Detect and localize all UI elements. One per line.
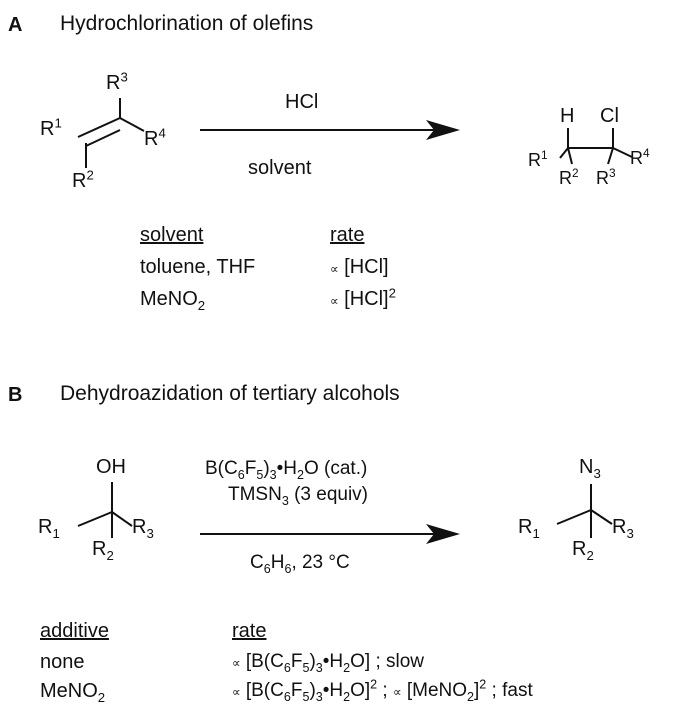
table-a-row2-solvent: MeNO2 <box>140 288 206 313</box>
alcohol-oh-label: OH <box>96 456 126 478</box>
table-a-row1-solvent: toluene, THF <box>140 256 256 278</box>
table-a-row2-rate: ∝ [HCl]2 <box>330 285 396 310</box>
product-r2-bond <box>567 147 573 165</box>
panel-b-title: Dehydroazidation of tertiary alcohols <box>60 382 400 405</box>
table-b-header-rate: rate <box>232 620 267 642</box>
alcohol-r2-label: R2 <box>92 538 114 563</box>
product-cl-label: Cl <box>600 105 619 127</box>
azide-r1-bond <box>556 509 592 525</box>
azide-r3-bond <box>590 509 613 525</box>
alcohol-r1-bond <box>77 511 113 527</box>
table-b-row1-rate: ∝ [B(C6F5)3•H2O] ; slow <box>232 651 425 675</box>
arrow-head-a <box>426 120 460 140</box>
azide-n3-label: N3 <box>579 456 601 481</box>
table-b-row1-additive: none <box>40 651 85 673</box>
azide-r1-label: R1 <box>518 516 540 541</box>
alkene-double-bond <box>85 129 121 147</box>
product-r2-label: R2 <box>559 166 579 188</box>
panel-a-letter: A <box>8 14 23 36</box>
table-a-header-solvent: solvent <box>140 224 204 246</box>
panel-a-title: Hydrochlorination of olefins <box>60 12 314 35</box>
table-a-row1-rate: ∝ [HCl] <box>330 256 389 278</box>
alcohol-r1-label: R1 <box>38 516 60 541</box>
product-h-label: H <box>560 105 575 127</box>
product-r3-bond <box>607 147 614 165</box>
reactant-r3-label: R3 <box>106 69 128 94</box>
alcohol-r3-label: R3 <box>132 516 154 541</box>
reactant-r1-label: R1 <box>40 115 62 140</box>
product-r4-label: R4 <box>630 146 650 168</box>
product-r3-label: R3 <box>596 166 616 188</box>
reactant-r4-label: R4 <box>144 125 166 150</box>
product-r1-label: R1 <box>528 148 548 170</box>
table-b-header-additive: additive <box>40 620 109 642</box>
azide-r3-label: R3 <box>612 516 634 541</box>
reaction-conditions: C6H6, 23 °C <box>250 552 350 576</box>
alkene-bond-r4 <box>119 117 145 132</box>
table-a-header-rate: rate <box>330 224 365 246</box>
product-r4-bond <box>612 147 633 158</box>
alkene-bond-r1 <box>77 117 121 138</box>
arrow-head-b <box>426 524 460 544</box>
table-b-row2-additive: MeNO2 <box>40 680 106 705</box>
azide-r2-label: R2 <box>572 538 594 563</box>
reagent-borane-catalyst: B(C6F5)3•H2O (cat.) <box>205 458 368 482</box>
panel-b-letter: B <box>8 384 23 406</box>
reagent-hcl: HCl <box>285 91 319 113</box>
reagent-solvent: solvent <box>248 157 312 179</box>
table-b-row2-rate: ∝ [B(C6F5)3•H2O]2 ; ∝ [MeNO2]2 ; fast <box>232 677 533 704</box>
alcohol-r3-bond <box>111 511 133 527</box>
reactant-r2-label: R2 <box>72 167 94 192</box>
product-r1-bond <box>559 147 569 159</box>
reagent-tmsn3: TMSN3 (3 equiv) <box>228 484 369 508</box>
